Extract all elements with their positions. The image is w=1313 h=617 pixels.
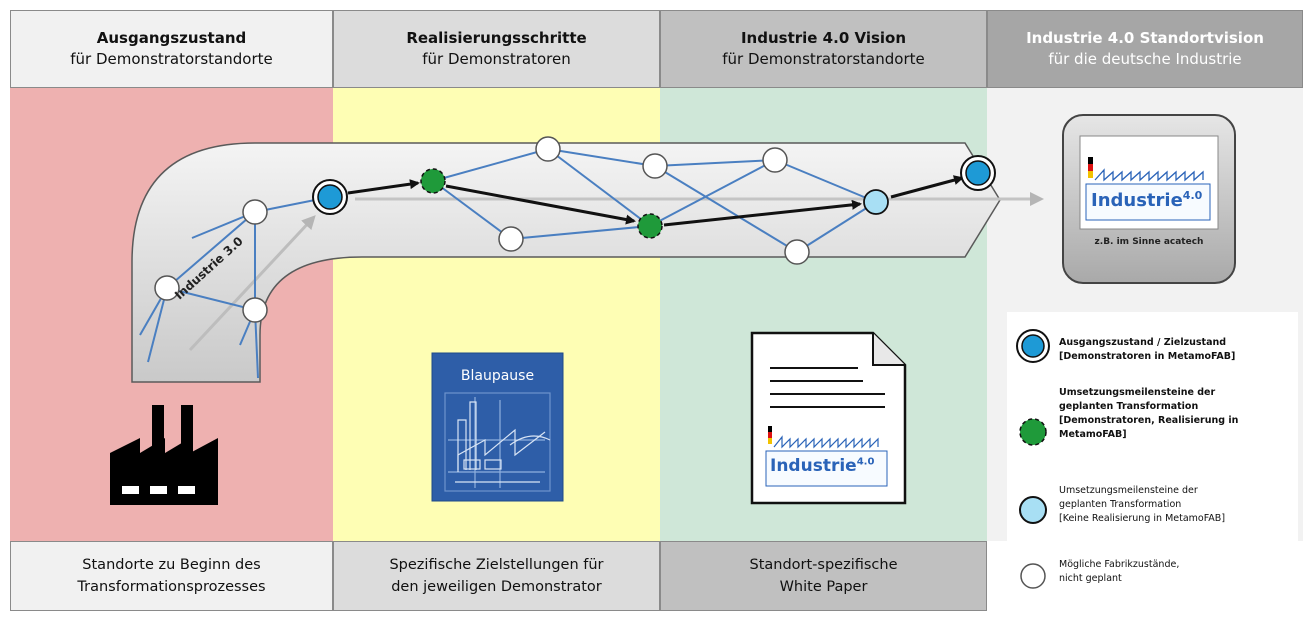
factory-state-node [762, 147, 788, 173]
header-standortvision: Industrie 4.0 Standortvision für die deu… [987, 10, 1303, 88]
lightblue-milestone-node [863, 189, 889, 215]
acatech-label: z.B. im Sinne acatech [1094, 237, 1204, 247]
logo-text: Industrie [770, 456, 857, 476]
header-title: Industrie 4.0 Vision [740, 29, 907, 47]
legend-line: [Demonstratoren, Realisierung in [1059, 415, 1239, 426]
footer-line: Transformationsprozesses [77, 579, 266, 595]
green-milestone-icon [1019, 418, 1047, 446]
footer-line: Spezifische Zielstellungen für [389, 557, 604, 573]
footer-zielstellungen: Spezifische Zielstellungen für den jewei… [333, 541, 660, 611]
blue-double-circle-icon [1016, 329, 1050, 363]
industrie40-logo-whitepaper: Industrie4.0 [770, 456, 874, 476]
header-industrie40-vision: Industrie 4.0 Vision für Demonstratorsta… [660, 10, 987, 88]
acatech-box [1062, 114, 1236, 284]
footer-line: den jeweiligen Demonstrator [391, 579, 602, 595]
legend-line: MetamoFAB] [1059, 429, 1127, 440]
header-title: Realisierungsschritte [406, 29, 587, 47]
factory-state-node [242, 297, 268, 323]
footer-line: Standort-spezifische [749, 557, 898, 573]
footer-white-paper: Standort-spezifische White Paper [660, 541, 987, 611]
header-title: Industrie 4.0 Standortvision [1026, 29, 1264, 47]
legend-line: [Keine Realisierung in MetamoFAB] [1059, 513, 1226, 524]
factory-state-node [498, 226, 524, 252]
factory-icon [110, 405, 218, 505]
blueprint-icon [431, 352, 564, 502]
factory-state-node [784, 239, 810, 265]
legend-line: geplanten Transformation [1059, 401, 1199, 412]
footer-line: White Paper [779, 579, 868, 595]
legend-line: Mögliche Fabrikzustände, [1059, 559, 1180, 570]
header-subtitle: für Demonstratoren [422, 50, 571, 68]
factory-state-node [642, 153, 668, 179]
logo-sup: 4.0 [1182, 189, 1203, 202]
header-subtitle: für die deutsche Industrie [1048, 50, 1242, 68]
legend-line: [Demonstratoren in MetamoFAB] [1059, 351, 1236, 362]
header-realisierungsschritte: Realisierungsschritte für Demonstratoren [333, 10, 660, 88]
footer-standorte: Standorte zu Beginn des Transformationsp… [10, 541, 333, 611]
legend-line: Ausgangszustand / Zielzustand [1059, 337, 1227, 348]
green-milestones [420, 168, 663, 239]
factory-state-node [535, 136, 561, 162]
factory-state-node [242, 199, 268, 225]
legend-line: nicht geplant [1059, 573, 1122, 584]
industrie40-logo-acatech: Industrie4.0 [1091, 189, 1202, 211]
footer-line: Standorte zu Beginn des [82, 557, 261, 573]
white-state-icon [1020, 563, 1046, 589]
lightblue-milestone-icon [1019, 496, 1047, 524]
header-title: Ausgangszustand [96, 29, 247, 47]
legend-line: Umsetzungsmeilensteine der [1059, 387, 1216, 398]
header-subtitle: für Demonstratorstandorte [722, 50, 925, 68]
factory-state-node [154, 275, 180, 301]
logo-text: Industrie [1091, 190, 1183, 211]
start-target-nodes [312, 155, 996, 215]
white-paper-icon [750, 331, 907, 505]
legend-line: Umsetzungsmeilensteine der [1059, 485, 1198, 496]
legend: Ausgangszustand / Zielzustand [Demonstra… [1007, 312, 1298, 602]
header-subtitle: für Demonstratorstandorte [70, 50, 273, 68]
white-nodes [154, 136, 810, 323]
header-ausgangszustand: Ausgangszustand für Demonstratorstandort… [10, 10, 333, 88]
legend-line: geplanten Transformation [1059, 499, 1182, 510]
blaupause-label: Blaupause [460, 368, 535, 384]
main-transformation-path [347, 175, 964, 227]
logo-sup: 4.0 [856, 456, 875, 468]
